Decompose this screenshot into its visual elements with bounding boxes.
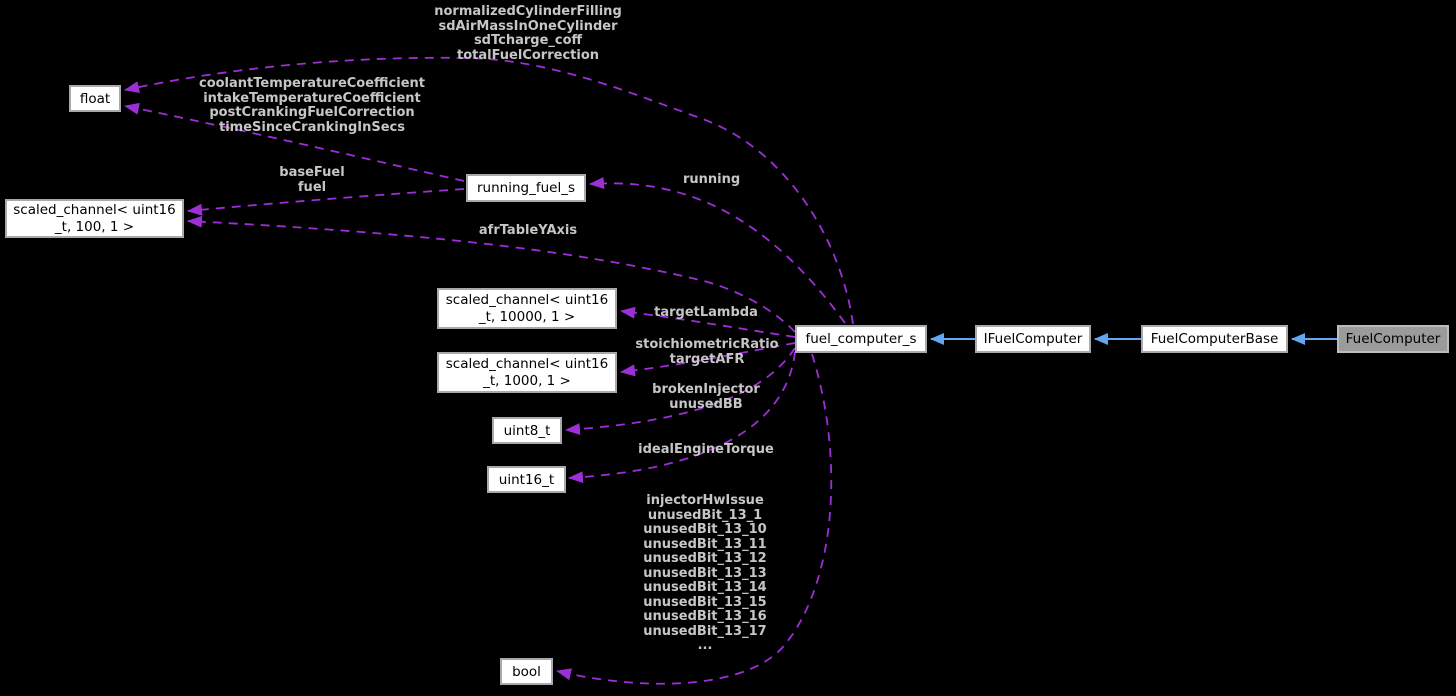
edge-label-basefuel-fuel: baseFuel fuel — [252, 165, 372, 195]
node-running-fuel-s[interactable]: running_fuel_s — [466, 174, 586, 202]
edge-label-brokeninjector-unusedbb: brokenInjector unusedBB — [636, 382, 776, 412]
node-scaled-channel-10000-line1: scaled_channel< uint16 — [445, 291, 609, 308]
edge-label-line: unusedBit_13_14 — [643, 580, 767, 595]
edge-label-line: fuel — [297, 179, 327, 195]
edge-fuelcomputer-to-bool — [556, 353, 833, 685]
edge-label-line: targetAFR — [669, 351, 745, 367]
edge-fuelcomputer-to-uint8 — [565, 347, 796, 436]
edge-label-fuelcomputer-float-members: normalizedCylinderFilling sdAirMassInOne… — [408, 4, 648, 63]
edge-label-afrtableyaxis: afrTableYAxis — [478, 223, 578, 238]
node-fuel-computer-s[interactable]: fuel_computer_s — [795, 325, 927, 353]
edge-label-line: brokenInjector — [652, 382, 760, 397]
edge-label-line: injectorHwIssue — [646, 493, 764, 508]
node-scaled-channel-1000[interactable]: scaled_channel< uint16 _t, 1000, 1 > — [437, 352, 617, 393]
edge-fuelcomputer-to-uint16 — [568, 351, 796, 484]
node-scaled-channel-100[interactable]: scaled_channel< uint16 _t, 100, 1 > — [5, 199, 184, 238]
node-float[interactable]: float — [69, 85, 121, 112]
edge-label-line: unusedBit_13_12 — [643, 551, 767, 566]
edge-label-line: unusedBit_13_13 — [643, 565, 767, 581]
edge-label-line: unusedBit_13_15 — [643, 594, 767, 610]
edge-label-line: intakeTemperatureCoefficient — [203, 90, 421, 106]
edge-fuelcomputer-to-running — [589, 177, 846, 324]
edge-label-bool-bits: injectorHwIssue unusedBit_13_1 unusedBit… — [625, 493, 785, 654]
node-ifuelcomputer[interactable]: IFuelComputer — [975, 325, 1091, 353]
edge-fuelcomputer-to-scaled100 — [187, 215, 796, 333]
edge-label-running-float-members: coolantTemperatureCoefficient intakeTemp… — [192, 76, 432, 135]
edge-fuelcomputer-to-scaled10000 — [620, 306, 796, 338]
edge-label-ellipsis: ... — [697, 638, 713, 653]
node-scaled-channel-10000[interactable]: scaled_channel< uint16 _t, 10000, 1 > — [437, 288, 617, 329]
edge-running-to-float — [124, 102, 465, 182]
edge-label-targetlambda: targetLambda — [654, 305, 758, 320]
edge-label-stoichiometricratio-targetafr: stoichiometricRatio targetAFR — [627, 337, 787, 367]
edge-label-line: baseFuel — [279, 165, 345, 180]
node-scaled-channel-100-line1: scaled_channel< uint16 — [13, 201, 176, 218]
edge-label-idealenginetorque: idealEngineTorque — [638, 442, 774, 457]
node-scaled-channel-1000-line1: scaled_channel< uint16 — [445, 355, 609, 372]
edge-label-line: unusedBB — [669, 396, 743, 412]
edge-fuelcomputer-to-float — [124, 56, 854, 325]
edge-fuelcomputer-to-scaled1000 — [620, 342, 796, 377]
edge-label-line: sdTcharge_coff — [473, 33, 583, 48]
node-uint16-t[interactable]: uint16_t — [487, 466, 566, 493]
node-scaled-channel-100-line2: _t, 100, 1 > — [54, 218, 135, 235]
edge-label-line: postCrankingFuelCorrection — [209, 105, 415, 120]
edge-label-line: timeSinceCrankingInSecs — [219, 119, 405, 135]
node-fuelcomputerbase[interactable]: FuelComputerBase — [1141, 325, 1288, 353]
node-fuelcomputer-current: FuelComputer — [1337, 325, 1449, 353]
edge-label-line: stoichiometricRatio — [635, 337, 779, 352]
edge-label-line: normalizedCylinderFilling — [434, 4, 622, 19]
edge-label-line: unusedBit_13_11 — [643, 536, 767, 552]
edge-label-line: totalFuelCorrection — [456, 47, 600, 63]
node-scaled-channel-10000-line2: _t, 10000, 1 > — [478, 308, 576, 325]
edge-label-line: sdAirMassInOneCylinder — [438, 18, 618, 34]
edge-label-line: unusedBit_13_16 — [643, 609, 767, 624]
edge-label-line: unusedBit_13_17 — [643, 623, 767, 639]
edge-label-line: coolantTemperatureCoefficient — [198, 76, 425, 91]
node-scaled-channel-1000-line2: _t, 1000, 1 > — [483, 372, 571, 389]
node-uint8-t[interactable]: uint8_t — [492, 417, 562, 444]
node-bool[interactable]: bool — [500, 658, 553, 685]
edge-label-line: unusedBit_13_1 — [647, 507, 763, 523]
edge-label-running: running — [683, 172, 741, 187]
edge-label-line: unusedBit_13_10 — [643, 522, 767, 537]
